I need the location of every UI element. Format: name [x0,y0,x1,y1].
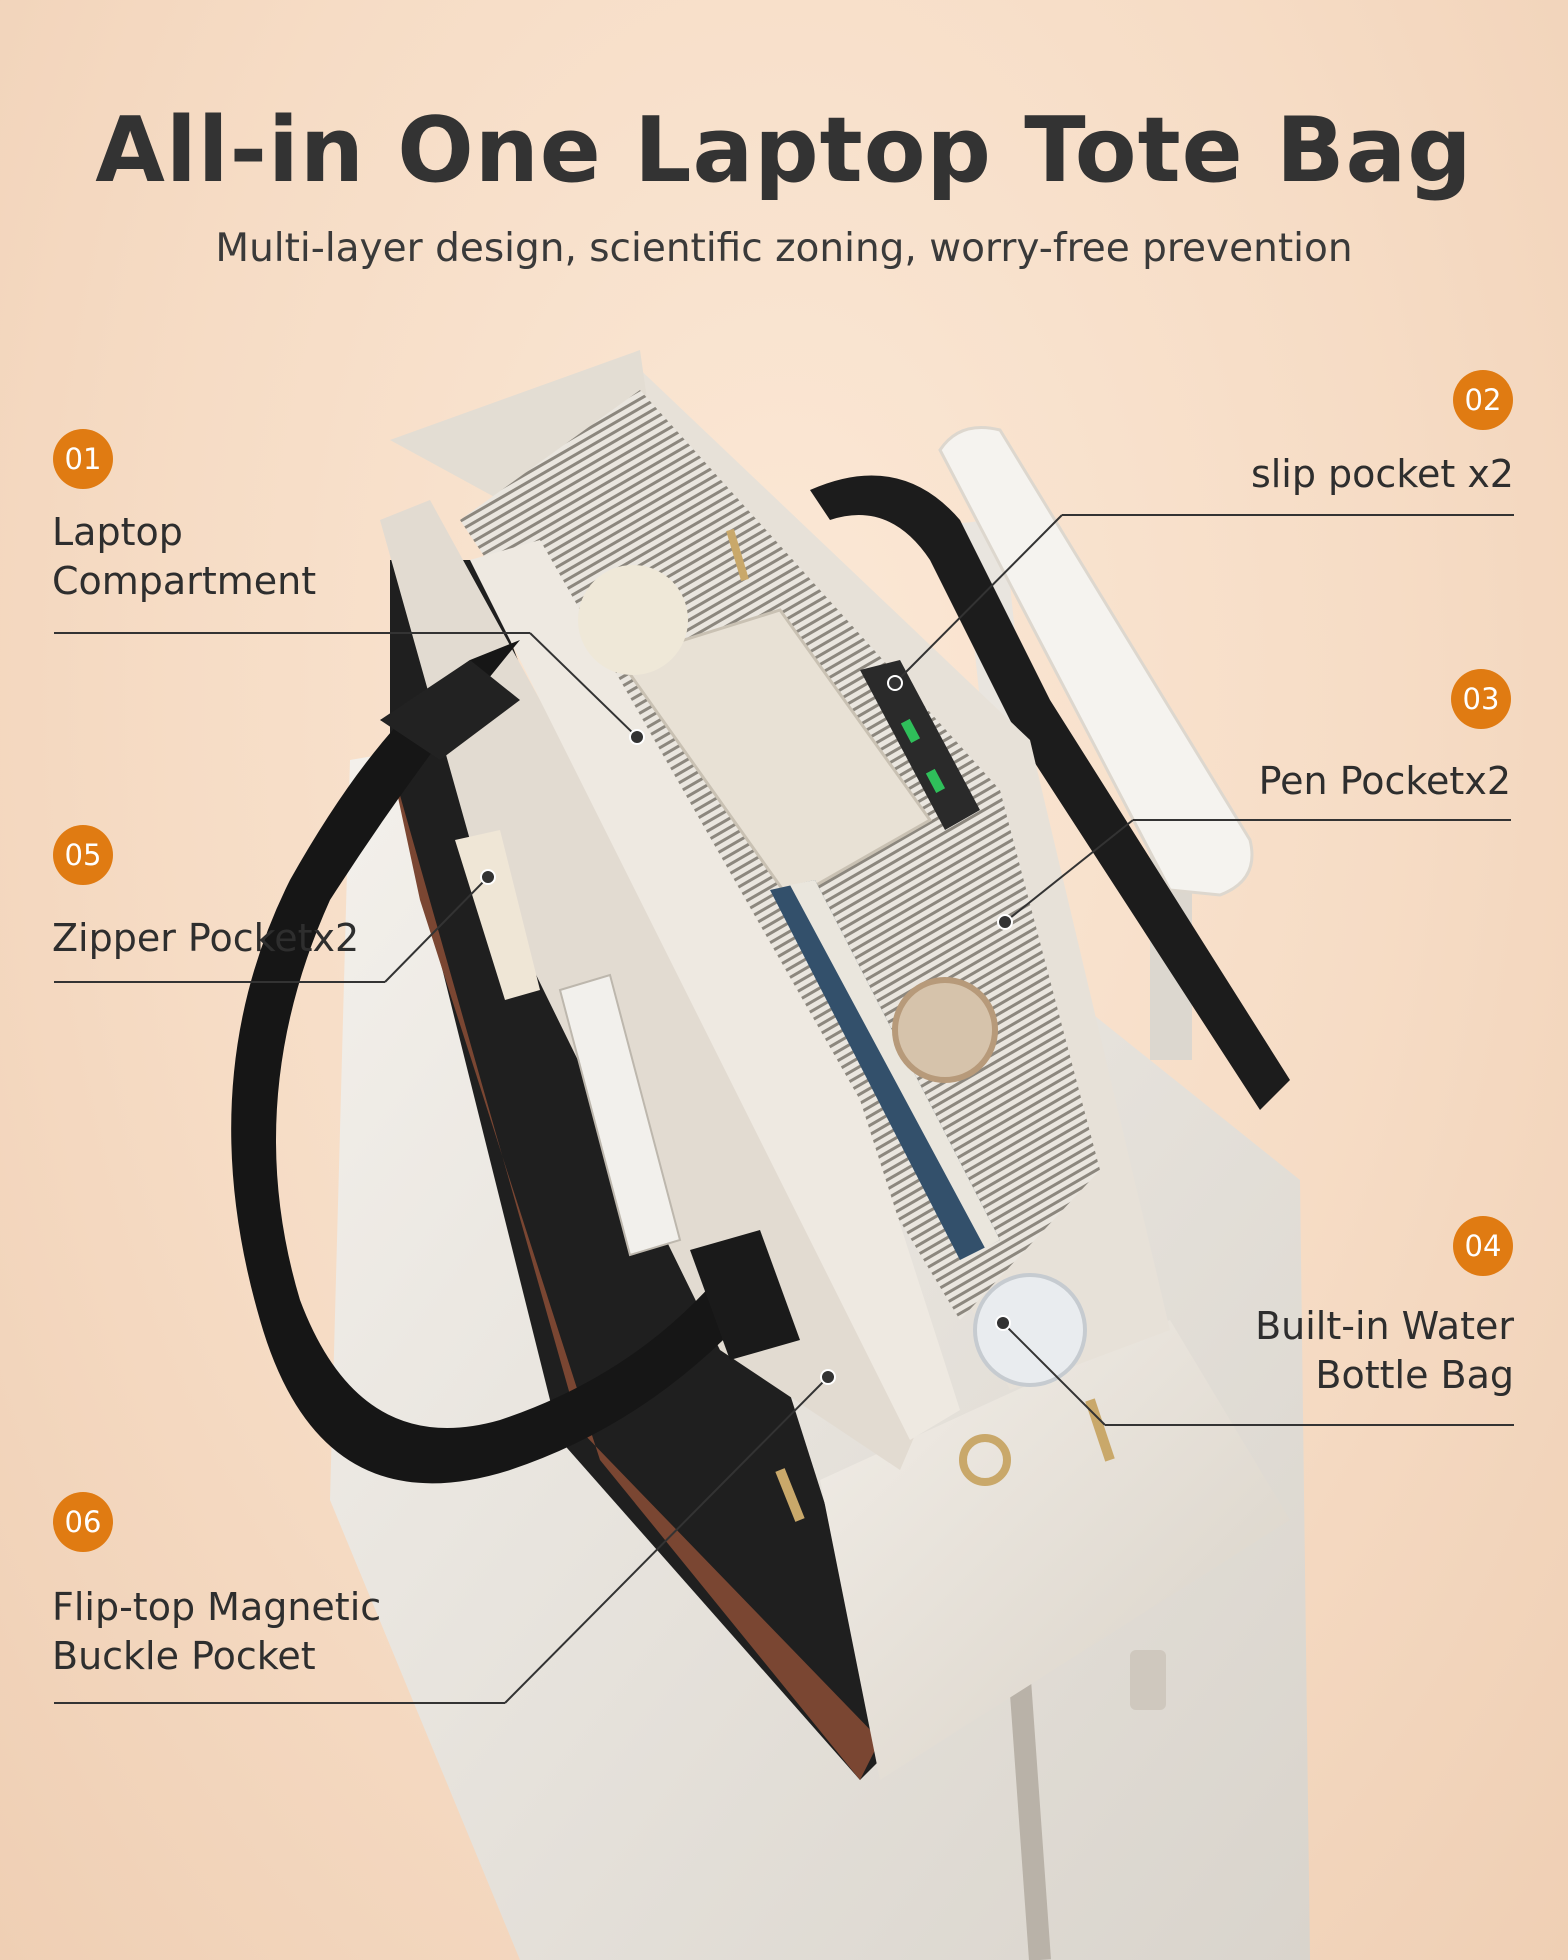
feature-06-line2: Buckle Pocket [52,1634,316,1678]
suitcase-lock [1130,1650,1166,1710]
feature-01-label: Laptop Compartment [52,508,316,606]
rule-04 [1105,1424,1514,1426]
feature-04-line1: Built-in Water [1255,1304,1514,1348]
water-bottle [973,1273,1087,1387]
front-strap-end [690,1230,800,1360]
leader-01 [529,632,638,738]
power-bank [860,660,980,830]
scissors [455,830,540,1000]
feature-01-line1: Laptop [52,510,183,554]
rule-03 [1133,819,1511,821]
feature-04-line2: Bottle Bag [1315,1353,1514,1397]
badge-01: 01 [53,429,113,489]
badge-05: 05 [53,825,113,885]
feature-01-line2: Compartment [52,559,317,603]
badge-06: 06 [53,1492,113,1552]
tote-back-wall [390,350,650,500]
feature-02-label: slip pocket x2 [1250,452,1514,496]
leader-02 [894,514,1063,684]
front-strap-top [380,660,520,760]
leader-05 [384,876,489,983]
rule-02 [1062,514,1514,516]
badge-02: 02 [1453,370,1513,430]
leader-03 [1004,819,1134,923]
feature-03-label: Pen Pocketx2 [1258,759,1511,803]
tote-front-wall [820,1320,1290,1780]
feature-06-line1: Flip-top Magnetic [52,1585,382,1629]
leader-04 [1002,1322,1106,1426]
suitcase-handle-grip [938,426,1254,897]
page-title: All-in One Laptop Tote Bag [95,98,1473,203]
page-subtitle: Multi-layer design, scientific zoning, w… [215,226,1353,271]
badge-04: 04 [1453,1216,1513,1276]
ball [578,565,688,675]
boarding-pass [558,973,682,1257]
suitcase-zipper [1009,1679,1051,1960]
rule-01 [54,632,530,634]
rule-05 [54,981,385,983]
badge-03: 03 [1451,669,1511,729]
rule-06 [54,1702,505,1704]
back-strap [810,475,1290,1110]
mini-fan [892,977,998,1083]
feature-04-label: Built-in Water Bottle Bag [1255,1302,1514,1400]
laptop-sleeve [380,500,930,1470]
laptop-compartment-divider [470,540,960,1440]
zipper-pull [1085,1398,1115,1462]
feature-06-label: Flip-top Magnetic Buckle Pocket [52,1583,381,1681]
feature-05-label: Zipper Pocketx2 [52,916,360,960]
leader-06 [504,1376,829,1704]
lunch-box [617,608,933,902]
